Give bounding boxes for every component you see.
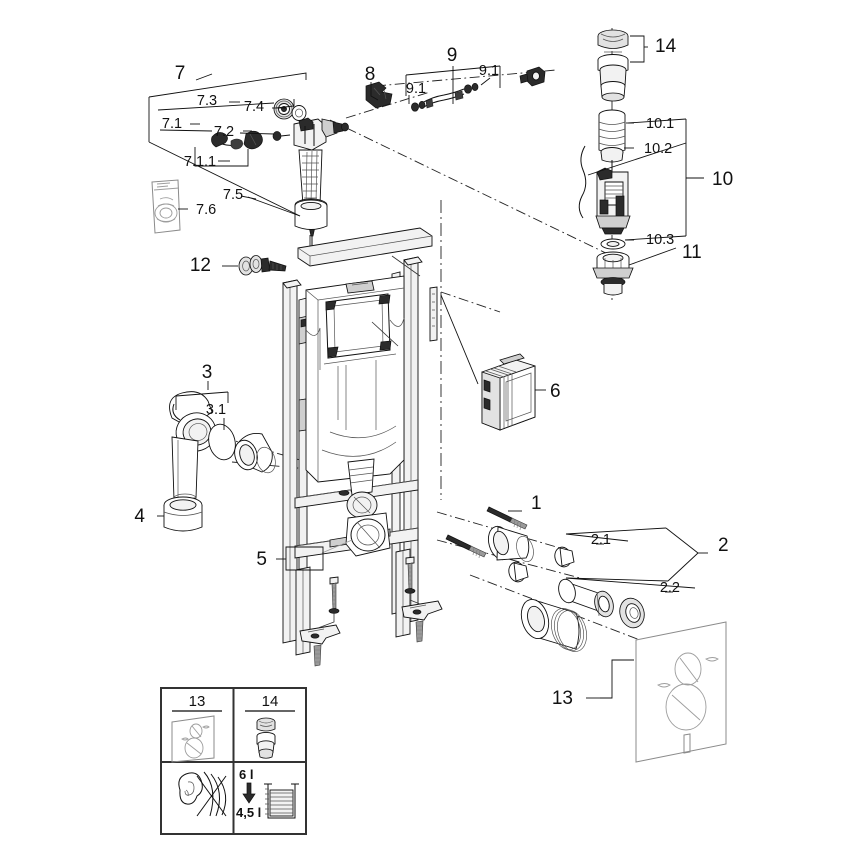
part-1-threaded-rod-lower <box>445 534 487 559</box>
legend-volume-from: 6 l <box>239 767 253 782</box>
callout-9-1-right: 9.1 <box>479 63 499 79</box>
connector-tube <box>558 578 614 618</box>
callout-1: 1 <box>531 493 542 514</box>
callout-5: 5 <box>256 549 267 570</box>
part-7-6-seal-kit-bag <box>151 179 181 234</box>
part-2-flush-pipe-connector-set <box>487 525 645 652</box>
part-2-1-connector-cap-upper <box>554 546 575 568</box>
callout-8: 8 <box>365 64 376 85</box>
part-9-end-fitting <box>519 66 546 87</box>
part-8-actuator-bracket <box>365 81 393 109</box>
connector-spacer <box>487 525 534 563</box>
callout-14: 14 <box>655 36 677 57</box>
part-12-wall-anchor-set <box>238 255 287 276</box>
part-7-fill-valve-assembly <box>151 98 349 246</box>
callout-10: 10 <box>712 169 733 190</box>
part-3-flush-bend-elbow <box>169 391 217 503</box>
callout-7: 7 <box>175 63 186 84</box>
callout-4: 4 <box>134 506 145 527</box>
part-4-outlet-socket <box>163 496 203 532</box>
callout-3-1: 3.1 <box>206 402 226 418</box>
part-10-1-valve-bellows <box>598 109 626 163</box>
part-9-1-hose-clip-right <box>464 83 479 94</box>
part-7-4-valve-washer <box>291 105 307 121</box>
part-9-connecting-hose <box>411 66 546 112</box>
part-2-2-connector-seal <box>619 597 645 629</box>
callout-3: 3 <box>202 362 213 383</box>
callout-10-1: 10.1 <box>646 116 674 132</box>
frame-foot-left <box>299 624 341 667</box>
part-7-1-1-lever-clip <box>230 138 243 150</box>
legend-title-14: 14 <box>262 693 279 710</box>
callout-labels: 1 2 2.1 2.2 3 3.1 4 5 6 7 7.1 7.1.1 7.2 … <box>134 36 733 709</box>
frame-foot-right <box>401 600 443 643</box>
callout-9: 9 <box>447 45 458 66</box>
callout-2-2: 2.2 <box>660 580 680 596</box>
callout-2: 2 <box>718 535 729 556</box>
callout-7-3: 7.3 <box>197 93 217 109</box>
callout-7-2: 7.2 <box>214 124 234 140</box>
centre-lines <box>204 28 641 641</box>
callout-10-2: 10.2 <box>644 141 672 157</box>
part-6-insulation-box <box>481 353 536 431</box>
legend-water-saving-insert-icon <box>256 717 276 759</box>
part-3-1-bend-seal <box>208 423 236 461</box>
callout-11: 11 <box>682 242 702 263</box>
part-1-threaded-rod-upper <box>486 506 528 531</box>
part-13-flush-actuation-plate <box>635 621 727 763</box>
legend-box: 13 14 <box>160 687 307 835</box>
part-7-5-filter-cup <box>294 198 328 230</box>
part-7-3-valve-nut <box>273 98 295 120</box>
legend-noise-reduction-icon <box>178 771 227 817</box>
part-7-spindle <box>272 131 291 141</box>
cistern-body <box>305 275 405 557</box>
part-7-2-valve-knob <box>243 130 263 150</box>
callout-7-1-1: 7.1.1 <box>184 154 216 170</box>
legend-title-13: 13 <box>189 693 206 710</box>
connector-socket <box>520 598 587 652</box>
part-14-water-saving-insert <box>597 29 629 102</box>
callout-7-5: 7.5 <box>223 187 243 203</box>
part-10-3-valve-o-ring <box>600 238 626 250</box>
legend-volume-to: 4,5 l <box>236 805 261 820</box>
callout-12: 12 <box>190 255 211 276</box>
part-10-flush-valve-assembly <box>578 109 631 250</box>
callout-13: 13 <box>552 688 573 709</box>
callout-7-4: 7.4 <box>244 99 264 115</box>
part-11-valve-seat <box>592 251 634 296</box>
callout-7-6: 7.6 <box>196 202 216 218</box>
legend-flush-plate-icon <box>171 715 215 763</box>
part-10-2-valve-body <box>578 145 631 235</box>
callout-9-1-left: 9.1 <box>406 81 426 97</box>
callout-7-1: 7.1 <box>162 116 182 132</box>
part-2-1-connector-cap-lower <box>508 561 529 583</box>
part-9-1-hose-clip-left <box>411 101 426 112</box>
leader-lines <box>148 35 708 699</box>
legend-water-volume-icon: 6 l 4,5 l <box>236 767 299 820</box>
frame-floor-screws <box>317 556 421 629</box>
callout-2-1: 2.1 <box>591 532 611 548</box>
flush-pipe-sleeve <box>234 432 276 474</box>
callout-6: 6 <box>550 381 561 402</box>
callout-10-3: 10.3 <box>646 232 674 248</box>
